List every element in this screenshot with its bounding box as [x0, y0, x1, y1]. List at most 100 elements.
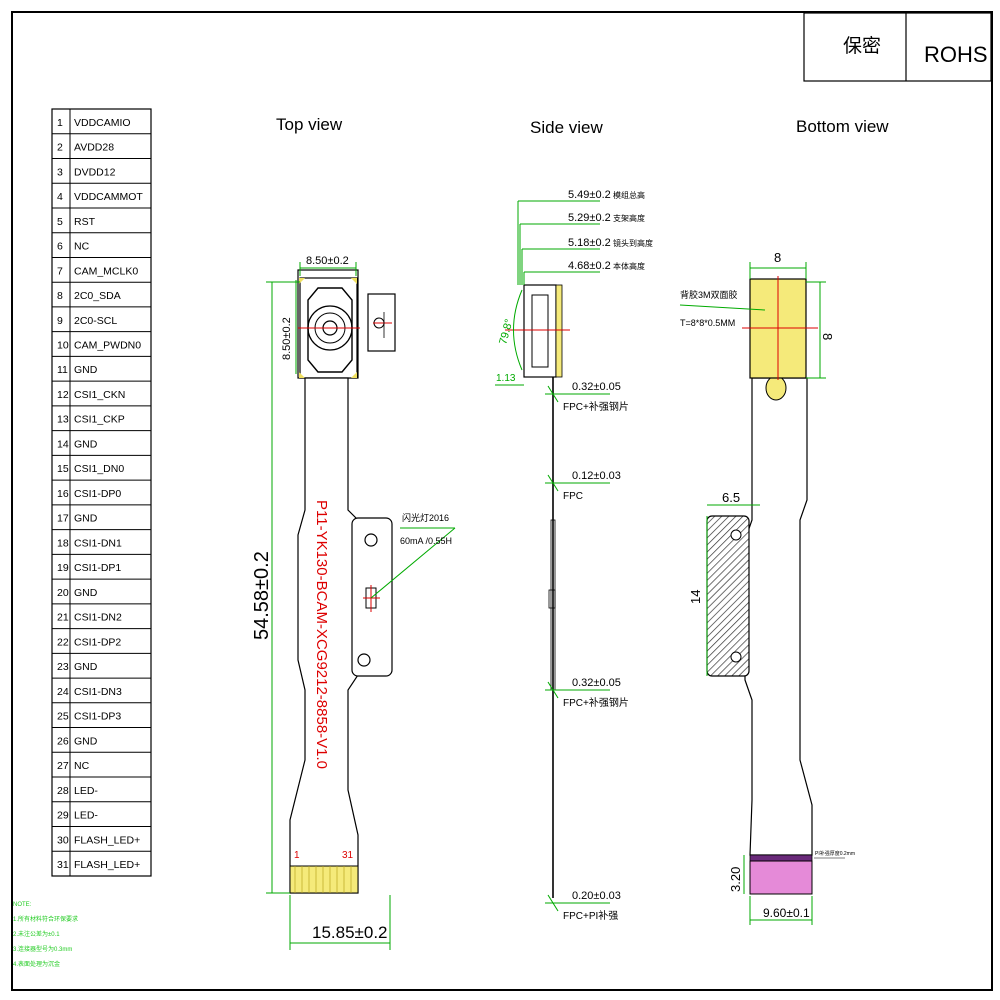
stiffener-height: 14 — [688, 590, 703, 604]
pin-number: 27 — [57, 760, 69, 772]
top-length-dim: 54.58±0.2 — [251, 551, 273, 640]
side-thickness-value: 0.32±0.05 — [572, 381, 621, 393]
pin-number: 29 — [57, 810, 69, 822]
pin-number: 14 — [57, 438, 69, 450]
connector-contacts — [289, 865, 359, 894]
pin-signal: VDDCAMMOT — [74, 191, 143, 203]
pin-number: 11 — [57, 364, 68, 376]
pin-signal: CSI1-DP1 — [74, 562, 121, 574]
pin-number: 25 — [57, 711, 69, 723]
connector-width-bottom: 9.60±0.1 — [763, 906, 810, 920]
side-thickness-note: FPC — [563, 491, 583, 502]
pin-number: 26 — [57, 735, 69, 747]
pin-number: 9 — [57, 315, 63, 327]
side-dim-value: 5.49±0.2 — [568, 189, 611, 201]
pin-number: 28 — [57, 785, 69, 797]
top-view-title: Top view — [276, 115, 343, 134]
pin-number: 22 — [57, 636, 69, 648]
side-thickness-value: 0.12±0.03 — [572, 470, 621, 482]
pin-number: 2 — [57, 142, 63, 154]
side-dim-value: 5.18±0.2 — [568, 237, 611, 249]
note-line: 2.未注公差为±0.1 — [13, 930, 60, 938]
pin-signal: LED- — [74, 785, 98, 797]
top-width-dim: 8.50±0.2 — [306, 255, 349, 267]
connector-width-dim: 15.85±0.2 — [312, 923, 388, 942]
pin-signal: CAM_PWDN0 — [74, 340, 141, 352]
pin-number: 30 — [57, 834, 69, 846]
pin-signal: 2C0-SCL — [74, 315, 117, 327]
pin-signal: CSI1-DP2 — [74, 636, 121, 648]
bottom-width: 8 — [774, 250, 781, 265]
pin-signal: DVDD12 — [74, 166, 116, 178]
top-height-dim: 8.50±0.2 — [281, 317, 293, 360]
drawing-frame — [11, 11, 993, 991]
side-dim-note: 模组总高 — [613, 190, 645, 200]
side-dim-value: 4.68±0.2 — [568, 260, 611, 272]
pin-number: 21 — [57, 612, 69, 624]
note-line: 1.所有材料符合环保要求 — [13, 915, 78, 923]
stiffener-width: 6.5 — [722, 490, 740, 505]
pin-signal: CSI1-DN2 — [74, 612, 122, 624]
pin-last-label: 31 — [342, 850, 354, 861]
side-thickness-dims: 0.32±0.05FPC+补强钢片0.12±0.03FPC0.32±0.05FP… — [545, 381, 629, 922]
confidential-label: 保密 — [843, 35, 881, 57]
rohs-label: ROHS — [924, 42, 988, 67]
pin-number: 17 — [57, 513, 69, 525]
pin-signal: CSI1-DP3 — [74, 711, 121, 723]
pin-signal: FLASH_LED+ — [74, 834, 140, 846]
bottom-view-title: Bottom view — [796, 117, 889, 136]
adhesive-spec: T=8*8*0.5MM — [680, 318, 735, 328]
pin-signal: CSI1-DN1 — [74, 537, 122, 549]
bottom-height: 8 — [820, 333, 835, 340]
component-label: 闪光灯2016 — [402, 512, 449, 523]
pin-signal: LED- — [74, 810, 98, 822]
pin-number: 19 — [57, 562, 69, 574]
side-dim-note: 镜头到高度 — [613, 238, 653, 248]
pin-number: 18 — [57, 537, 69, 549]
pin-number: 16 — [57, 488, 69, 500]
side-offset: 1.13 — [496, 373, 516, 384]
note-line: 4.表面处理为沉金 — [13, 960, 60, 968]
pin-signal: GND — [74, 438, 98, 450]
pin-number: 4 — [57, 191, 63, 203]
pin-signal: GND — [74, 587, 98, 599]
pin-signal: GND — [74, 364, 98, 376]
side-thickness-note: FPC+PI补强 — [563, 909, 618, 922]
pin-signal: VDDCAMIO — [74, 117, 131, 129]
side-angle: 79.8° — [497, 318, 515, 346]
pin-number: 7 — [57, 265, 63, 277]
pin-signal: NC — [74, 241, 90, 253]
part-number: P11-YK130-BCAM-XCG9212-8858-V1.0 — [313, 500, 330, 769]
pin-number: 20 — [57, 587, 69, 599]
connector-height: 3.20 — [728, 867, 743, 892]
side-dim-note: 本体高度 — [613, 261, 645, 271]
pin-number: 23 — [57, 661, 69, 673]
notes-block: NOTE:1.所有材料符合环保要求2.未注公差为±0.13.连接器型号为0.3m… — [13, 902, 78, 968]
pin-signal: FLASH_LED+ — [74, 859, 140, 871]
pin-number: 12 — [57, 389, 69, 401]
pin-number: 3 — [57, 166, 63, 178]
pin-signal: CSI1_CKP — [74, 414, 125, 426]
stiffener-plate — [706, 515, 750, 677]
pin-signal: GND — [74, 513, 98, 525]
pin-number: 31 — [57, 859, 69, 871]
pin-signal: AVDD28 — [74, 142, 114, 154]
pin-signal: 2C0_SDA — [74, 290, 121, 302]
pin-number: 15 — [57, 463, 69, 475]
bottom-view: 8 8 背胶3M双面胶 T=8*8*0.5MM 6.5 14 PI补强厚度0.2… — [679, 250, 855, 925]
pin-number: 13 — [57, 414, 69, 426]
pin-signal: CSI1-DP0 — [74, 488, 121, 500]
pin-signal: CSI1_DN0 — [74, 463, 124, 475]
pin-number: 8 — [57, 290, 63, 302]
connector-note: PI补强厚度0.2mm — [815, 850, 855, 857]
side-thickness-value: 0.20±0.03 — [572, 890, 621, 902]
pin-signal: RST — [74, 216, 96, 228]
side-dim-value: 5.29±0.2 — [568, 212, 611, 224]
pin-signal: CAM_MCLK0 — [74, 265, 138, 277]
top-view: 8.50±0.2 8.50±0.2 闪光灯2016 60mA /0.55H P1… — [251, 255, 456, 950]
pin-signal: CSI1_CKN — [74, 389, 125, 401]
